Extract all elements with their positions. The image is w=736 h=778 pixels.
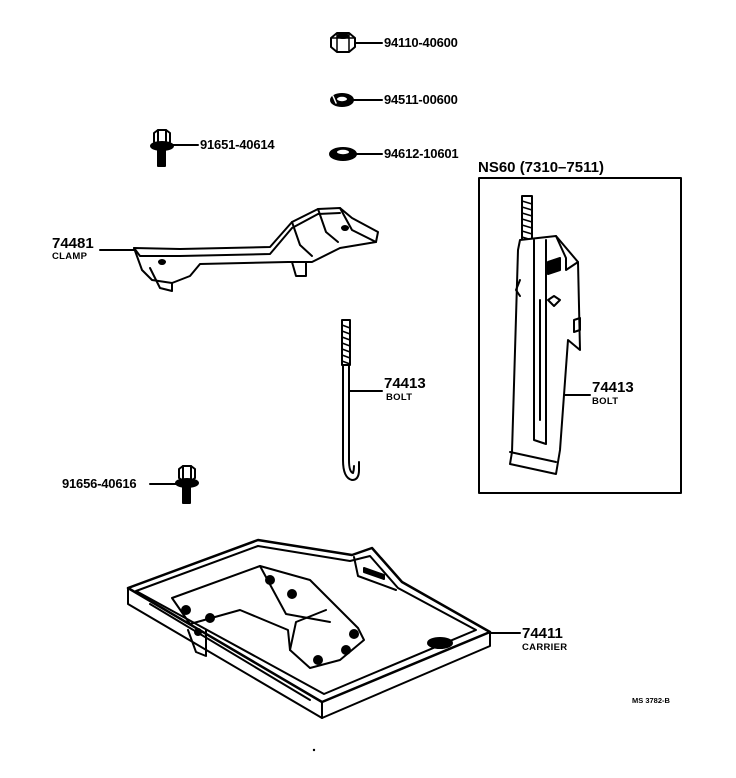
lock-washer-drawing xyxy=(330,93,354,107)
carrier-bolt-drawing xyxy=(175,465,199,504)
stray-dot xyxy=(312,748,316,752)
label-hook-bolt-name: BOLT xyxy=(386,392,413,403)
label-variant-bolt-name: BOLT xyxy=(592,396,619,407)
label-nut: 94110-40600 xyxy=(384,35,458,50)
carrier-drawing xyxy=(126,538,492,719)
flat-washer-drawing xyxy=(329,147,357,161)
clamp-bolt-drawing xyxy=(150,129,174,167)
label-clamp-number: 74481 xyxy=(52,235,94,252)
label-lock-washer: 94511-00600 xyxy=(384,92,458,107)
label-variant-bolt-number: 74413 xyxy=(592,379,634,396)
label-clamp-bolt: 91651-40614 xyxy=(200,137,275,152)
variant-bolt-drawing xyxy=(509,195,581,475)
label-carrier-bolt: 91656-40616 xyxy=(62,476,137,491)
hex-nut-drawing xyxy=(330,32,356,53)
label-washer: 94612-10601 xyxy=(384,146,459,161)
hook-bolt-drawing xyxy=(341,319,360,481)
label-clamp-name: CLAMP xyxy=(52,251,88,262)
drawing-code: MS 3782-B xyxy=(632,696,670,705)
clamp-drawing xyxy=(133,207,379,292)
variant-header: NS60 (7310–7511) xyxy=(478,159,604,176)
label-carrier-number: 74411 xyxy=(522,625,563,642)
label-hook-bolt-number: 74413 xyxy=(384,375,426,392)
label-carrier-name: CARRIER xyxy=(522,642,568,653)
variant-box-frame xyxy=(478,177,682,494)
